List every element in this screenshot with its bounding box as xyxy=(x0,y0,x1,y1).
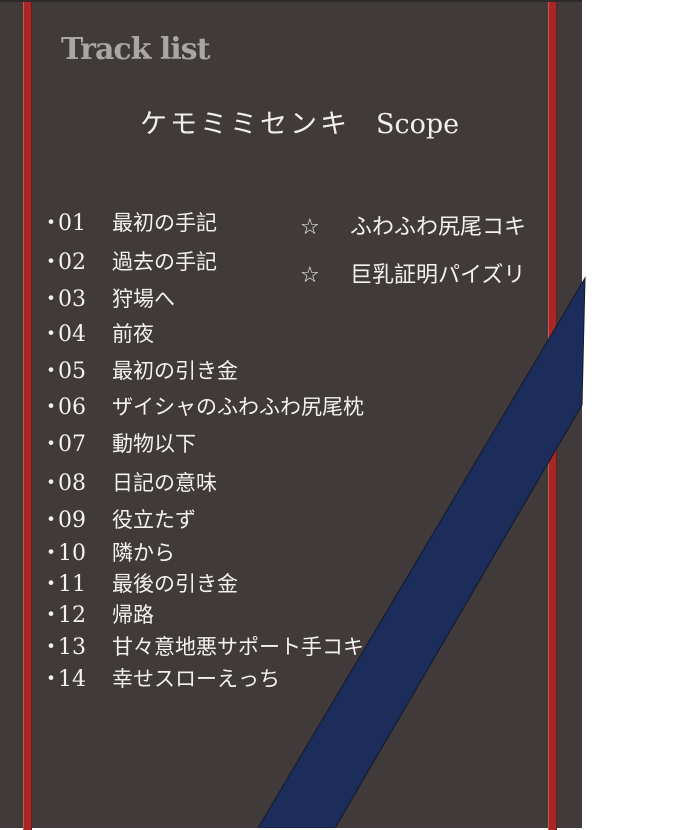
track-number: 05 xyxy=(58,359,86,384)
track-number: 13 xyxy=(58,635,86,660)
track-title: 甘々意地悪サポート手コキ xyxy=(112,635,364,659)
track-number: 08 xyxy=(58,471,86,496)
track-item: ・12 帰路 xyxy=(40,597,154,629)
album-title-jp: ケモミミセンキ xyxy=(140,109,350,140)
track-item: ・02 過去の手記 xyxy=(40,244,217,276)
track-number: 12 xyxy=(58,603,86,628)
track-number: 14 xyxy=(58,667,86,692)
page-title: Track list xyxy=(61,32,210,67)
bonus-title: 巨乳証明パイズリ xyxy=(350,263,526,288)
track-item: ・08 日記の意味 xyxy=(40,465,217,497)
bonus-title: ふわふわ尻尾コキ xyxy=(350,215,527,240)
track-title: 日記の意味 xyxy=(112,471,217,495)
bullet: ・ xyxy=(40,432,63,457)
track-title: 最初の手記 xyxy=(112,211,217,235)
track-item: ・04 前夜 xyxy=(40,316,154,348)
bullet: ・ xyxy=(40,508,63,533)
track-number: 03 xyxy=(58,287,86,312)
track-title: 帰路 xyxy=(112,603,154,627)
right-red-stripe xyxy=(548,2,557,830)
bullet: ・ xyxy=(40,541,63,566)
bonus-item: ☆ 巨乳証明パイズリ xyxy=(300,257,525,289)
bullet: ・ xyxy=(40,395,63,420)
album-title: ケモミミセンキ Scope xyxy=(140,102,459,141)
track-title: 幸せスローえっち xyxy=(112,667,280,691)
track-item: ・10 隣から xyxy=(40,535,175,567)
bonus-item: ☆ ふわふわ尻尾コキ xyxy=(300,209,526,241)
bullet: ・ xyxy=(40,359,63,384)
track-item: ・03 狩場へ xyxy=(40,281,175,313)
track-number: 07 xyxy=(58,432,86,457)
track-item: ・11 最後の引き金 xyxy=(40,566,238,598)
track-number: 06 xyxy=(58,395,86,420)
left-red-stripe xyxy=(23,2,32,830)
track-item: ・01 最初の手記 xyxy=(40,205,217,237)
album-title-en: Scope xyxy=(376,109,460,140)
track-title: 最初の引き金 xyxy=(112,359,238,383)
track-number: 11 xyxy=(58,572,86,597)
track-title: 過去の手記 xyxy=(112,250,217,274)
track-item: ・14 幸せスローえっち xyxy=(40,661,280,693)
bullet: ・ xyxy=(40,603,63,628)
bullet: ・ xyxy=(40,287,63,312)
track-item: ・07 動物以下 xyxy=(40,426,196,458)
track-item: ・06 ザイシャのふわふわ尻尾枕 xyxy=(40,389,364,421)
bullet: ・ xyxy=(40,572,63,597)
bullet: ・ xyxy=(40,322,63,347)
track-number: 02 xyxy=(58,250,86,275)
bullet: ・ xyxy=(40,667,63,692)
track-item: ・13 甘々意地悪サポート手コキ xyxy=(40,629,364,661)
bullet: ・ xyxy=(40,635,63,660)
track-number: 10 xyxy=(58,541,86,566)
star-icon: ☆ xyxy=(300,263,320,288)
star-icon: ☆ xyxy=(300,215,320,240)
bullet: ・ xyxy=(40,250,63,275)
track-title: 役立たず xyxy=(112,508,196,532)
bullet: ・ xyxy=(40,211,63,236)
track-item: ・05 最初の引き金 xyxy=(40,353,238,385)
track-item: ・09 役立たず xyxy=(40,502,196,534)
track-title: ザイシャのふわふわ尻尾枕 xyxy=(112,395,364,419)
track-number: 01 xyxy=(58,211,86,236)
track-number: 09 xyxy=(58,508,86,533)
track-number: 04 xyxy=(58,322,86,347)
track-title: 隣から xyxy=(112,541,175,565)
track-title: 動物以下 xyxy=(112,432,196,456)
bullet: ・ xyxy=(40,471,63,496)
track-title: 狩場へ xyxy=(112,287,175,311)
track-title: 前夜 xyxy=(112,322,154,346)
track-title: 最後の引き金 xyxy=(112,572,238,596)
